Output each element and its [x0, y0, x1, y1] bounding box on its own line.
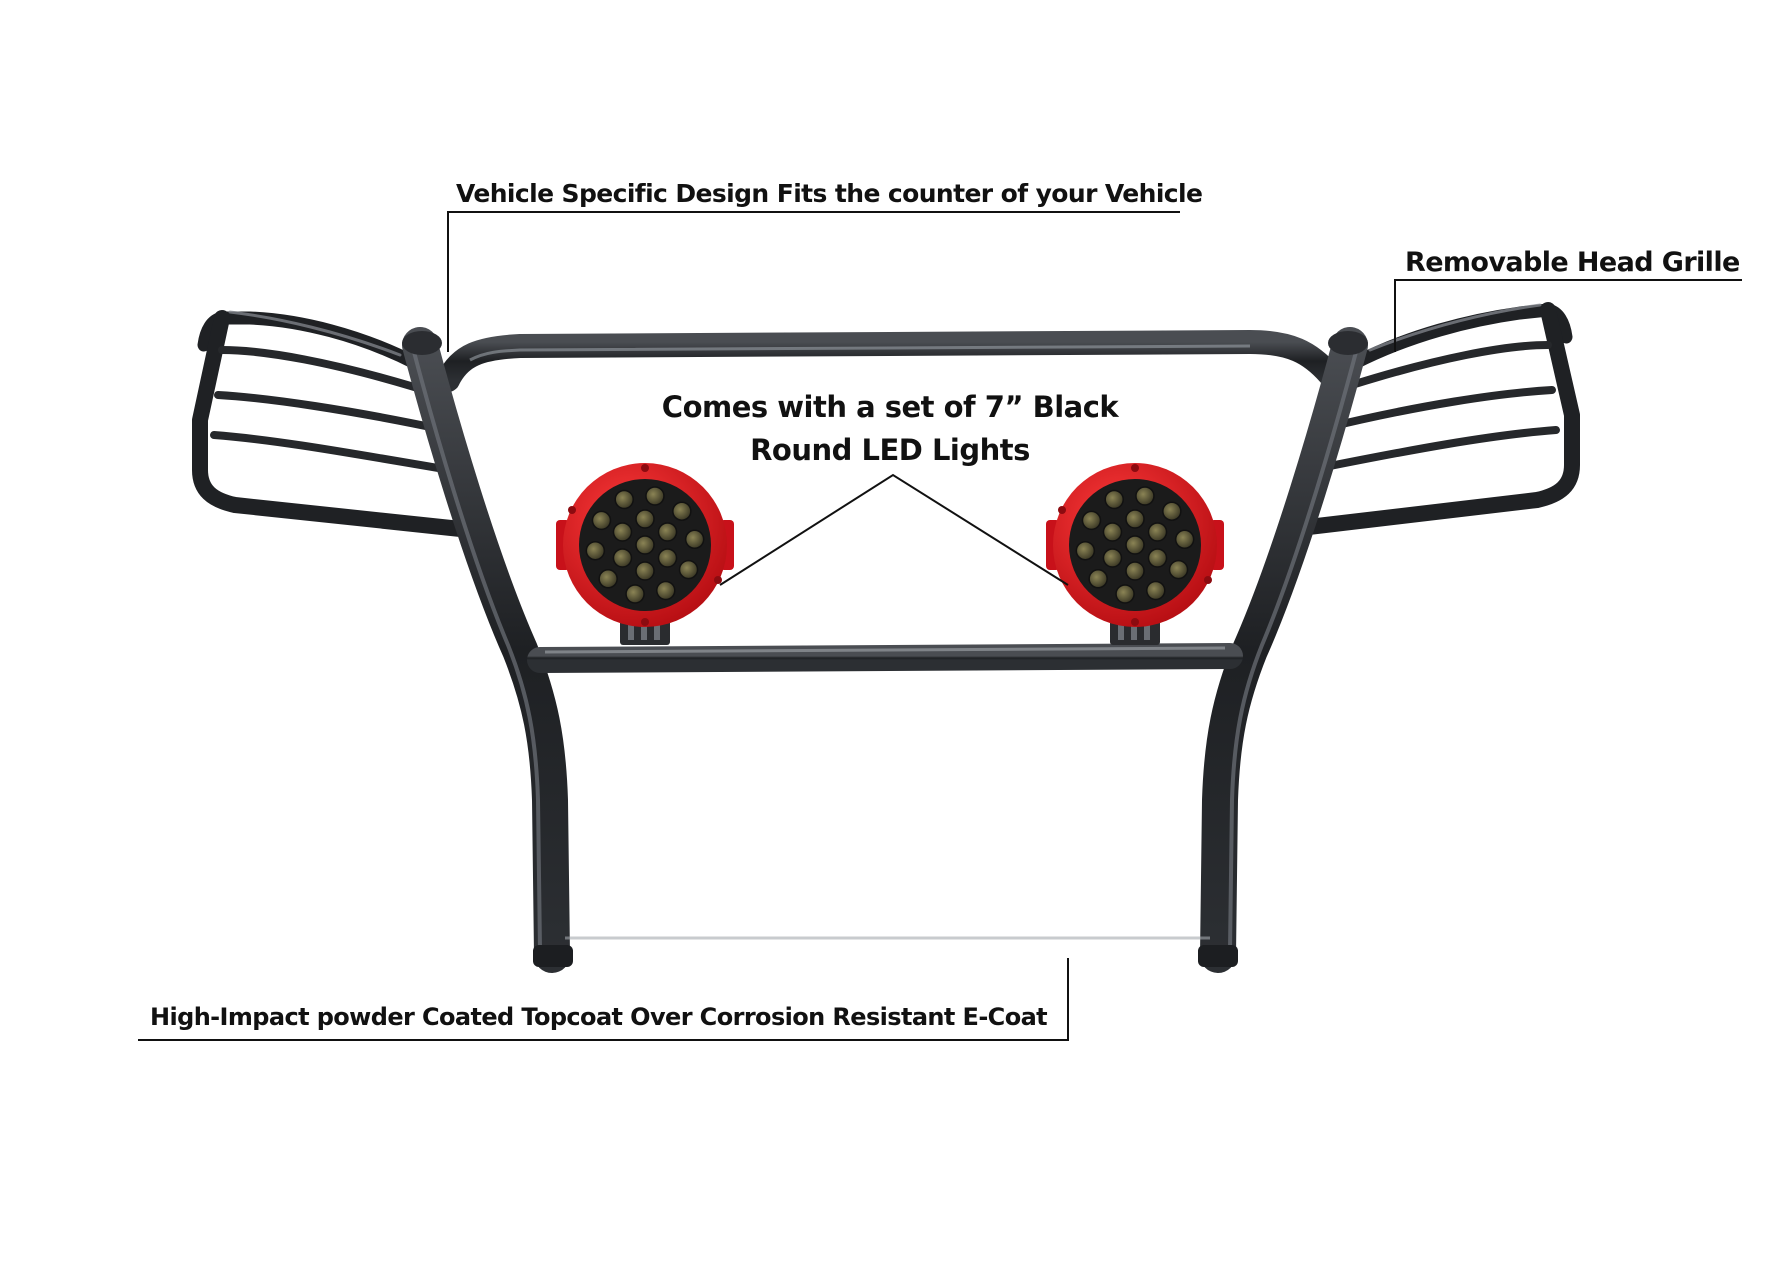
- top-hoop-tube: [436, 329, 1342, 392]
- led-lens: [1075, 540, 1096, 561]
- left-foot: [533, 945, 573, 967]
- left-upright-tube: [402, 327, 570, 973]
- led-lens: [1168, 559, 1189, 580]
- left-led-light: [556, 463, 734, 645]
- led-lens: [612, 522, 633, 542]
- right-cage-outer-frame: [1292, 302, 1580, 536]
- led-lens: [684, 529, 705, 550]
- led-lens: [612, 548, 633, 568]
- led-lens: [1104, 489, 1124, 510]
- left-cage-bar-2: [214, 391, 449, 434]
- right-cage-bar-2: [1321, 386, 1556, 432]
- left-cage-bar-3: [210, 431, 454, 474]
- main-grille-frame: [402, 327, 1368, 973]
- middle-crossbar-highlight: [544, 646, 1226, 654]
- led-lens: [1147, 548, 1168, 568]
- left-cage-top-rail: [197, 311, 422, 370]
- led-lens: [625, 584, 645, 604]
- left-upright-cap: [402, 331, 442, 355]
- led-lens: [1125, 561, 1145, 581]
- left-cage-outer-frame: [192, 310, 478, 538]
- left-upright-highlight: [412, 351, 542, 951]
- led-lens: [657, 548, 678, 568]
- led-lens: [635, 535, 655, 555]
- led-lens: [1088, 569, 1108, 589]
- right-upright-tube: [1200, 327, 1368, 973]
- led-lens: [1125, 509, 1145, 529]
- led-lens: [1125, 535, 1145, 555]
- callout-vehicle-design: Vehicle Specific Design Fits the counter…: [456, 179, 1203, 208]
- right-headlight-cage: [1292, 302, 1580, 536]
- led-lens: [1147, 522, 1168, 542]
- leader-vehicle-design: [447, 211, 1180, 352]
- right-foot: [1198, 945, 1238, 967]
- led-lens: [672, 501, 692, 521]
- top-hoop-highlight: [469, 344, 1251, 362]
- left-headlight-cage: [192, 310, 478, 538]
- led-lens: [598, 569, 618, 589]
- callout-led-lights: Comes with a set of 7” Black Round LED L…: [661, 390, 1119, 467]
- led-lens: [656, 580, 676, 601]
- led-lens: [678, 559, 699, 580]
- led-lens: [1102, 522, 1123, 542]
- leader-head-grille: [1394, 279, 1742, 352]
- led-lens: [1102, 548, 1123, 568]
- led-lens: [1135, 486, 1155, 506]
- leader-lines: [138, 211, 1742, 1041]
- led-lens: [585, 540, 606, 561]
- left-cage-highlight: [228, 310, 402, 357]
- callout-head-grille: Removable Head Grille: [1405, 247, 1740, 278]
- led-lens: [645, 486, 665, 506]
- right-cage-highlight: [1368, 303, 1542, 352]
- right-cage-bar-1: [1326, 341, 1552, 396]
- led-lens: [635, 561, 655, 581]
- middle-crossbar-tube: [527, 643, 1243, 673]
- right-cage-bar-3: [1316, 426, 1560, 472]
- leader-led-lights: [719, 473, 1069, 586]
- led-lens: [657, 522, 678, 542]
- led-lens: [1174, 529, 1195, 550]
- led-lens: [1146, 580, 1166, 601]
- led-lens: [614, 489, 634, 510]
- led-lens: [635, 509, 655, 529]
- led-lens: [1162, 501, 1182, 521]
- right-upright-highlight: [1228, 351, 1358, 951]
- left-cage-bar-1: [218, 346, 444, 399]
- callout-coating: High-Impact powder Coated Topcoat Over C…: [150, 1003, 1048, 1031]
- led-lens: [1115, 584, 1135, 604]
- right-upright-cap: [1328, 331, 1368, 355]
- led-lens: [591, 510, 612, 531]
- right-led-light: [1046, 463, 1224, 645]
- right-cage-top-rail: [1348, 303, 1573, 370]
- leader-coating: [138, 958, 1069, 1041]
- led-lens: [1081, 510, 1102, 531]
